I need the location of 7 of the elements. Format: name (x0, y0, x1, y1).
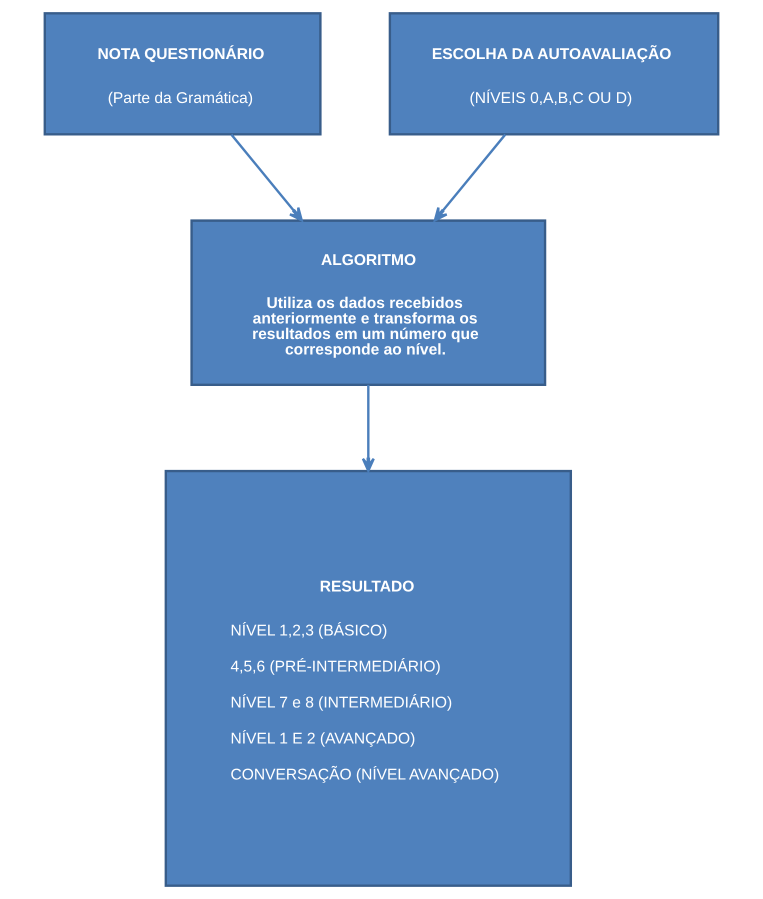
arrow (362, 384, 375, 472)
arrow (434, 134, 506, 222)
node-box: RESULTADO NÍVEL 1,2,3 (BÁSICO) 4,5,6 (PRÉ-INTERMEDIÁRIO) NÍVEL 7 e 8 (INTERMEDIÁRIO) NÍVEL 1 E 2 (AVANÇADO) CONVERSAÇÃO (NÍVEL AVANÇADO) (164, 470, 572, 887)
node-box: ESCOLHA DA AUTOAVALIAÇÃO (NÍVEIS 0,A,B,C OU D) (388, 12, 720, 136)
node-box: ALGORITMO Utiliza os dados recebidos anteriormente e transforma os resultados em um número que corresponde ao nível. (190, 219, 546, 386)
node-box: NOTA QUESTIONÁRIO (Parte da Gramática) (44, 12, 322, 136)
arrow (230, 134, 303, 222)
